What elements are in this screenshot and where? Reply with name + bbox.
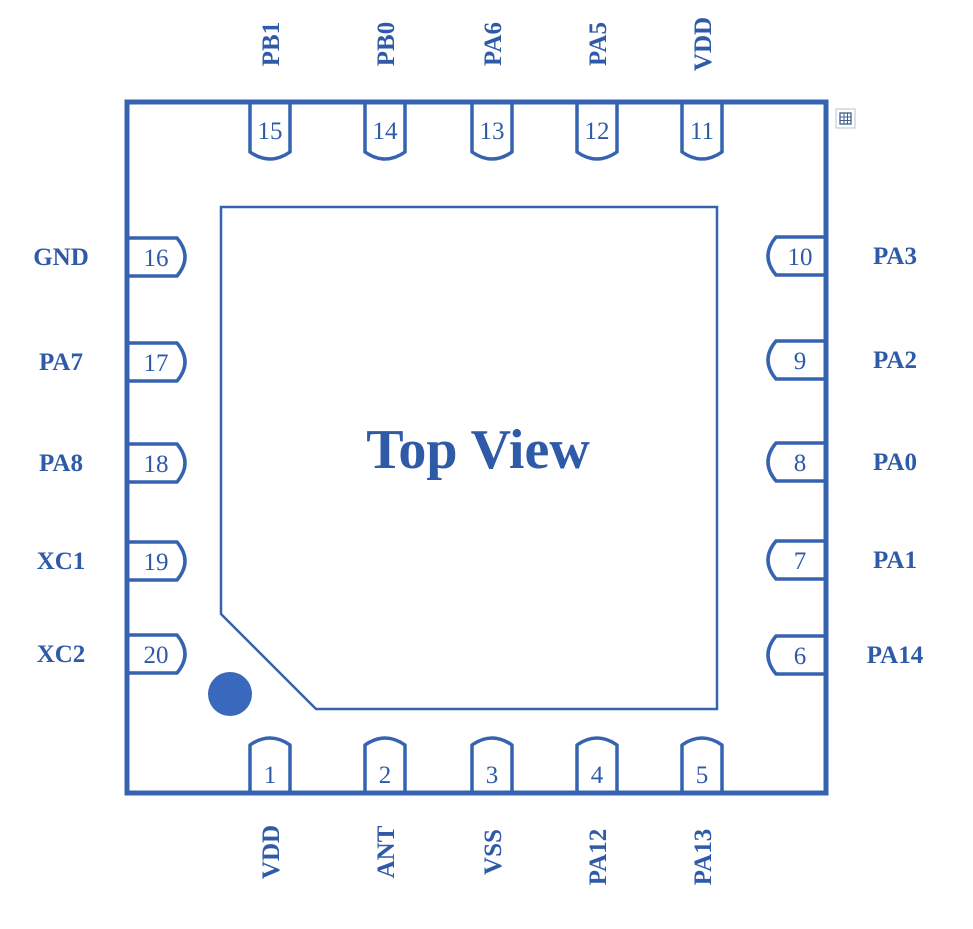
pin-16: 16 GND — [33, 236, 187, 278]
pin-5-number: 5 — [696, 762, 709, 789]
pin-17-label: PA7 — [39, 349, 83, 376]
pin-3-number: 3 — [486, 762, 499, 789]
pin-12-label: PA5 — [585, 22, 612, 66]
pin-6-label: PA14 — [867, 642, 924, 669]
pin-10-number: 10 — [788, 244, 813, 271]
pin-12-number: 12 — [585, 118, 610, 145]
pin-4-label: PA12 — [585, 829, 612, 885]
pin-8-pad — [766, 441, 824, 483]
pin-20-pad — [129, 633, 187, 675]
pin-14-label: PB0 — [373, 22, 400, 66]
pin-16-number: 16 — [144, 245, 169, 272]
pin-15-pad — [248, 104, 292, 161]
pin-19-label: XC1 — [37, 548, 86, 575]
pin-1-label: VDD — [258, 825, 285, 879]
pin-9-pad — [766, 339, 824, 381]
die-pad — [219, 205, 719, 711]
pin-19-pad — [129, 540, 187, 582]
pin-15: 15 PB1 — [248, 22, 292, 161]
pin-13-label: PA6 — [480, 22, 507, 66]
pin-12: 12 PA5 — [575, 22, 619, 161]
pin-2-label: ANT — [373, 825, 400, 878]
pin-7-label: PA1 — [873, 547, 917, 574]
pin-7-pad — [766, 539, 824, 581]
pin-18-number: 18 — [144, 451, 169, 478]
pin-8-number: 8 — [794, 450, 807, 477]
pin-5-pad — [680, 736, 724, 791]
package-outline — [124, 99, 829, 796]
top-view-title: Top View — [366, 419, 590, 481]
pin-17-pad — [129, 341, 187, 383]
pin-20-number: 20 — [144, 642, 169, 669]
pin-4-pad — [575, 736, 619, 791]
pin-9-label: PA2 — [873, 347, 917, 374]
pin-10: 10 PA3 — [766, 235, 917, 277]
pin-14-number: 14 — [373, 118, 399, 145]
pin-6: 6 PA14 — [766, 634, 924, 676]
pin-3-pad — [470, 736, 514, 791]
pin-20: 20 XC2 — [37, 633, 187, 675]
pin-9: 9 PA2 — [766, 339, 917, 381]
pin-19: 19 XC1 — [37, 540, 187, 582]
pin-14: 14 PB0 — [363, 22, 407, 161]
pin-18-label: PA8 — [39, 450, 83, 477]
pin-19-number: 19 — [144, 549, 169, 576]
pin-2-number: 2 — [379, 762, 392, 789]
pin-7: 7 PA1 — [766, 539, 917, 581]
pin-8-label: PA0 — [873, 449, 917, 476]
pin1-marker-dot — [208, 672, 252, 716]
pin-17-number: 17 — [144, 350, 169, 377]
pin-1-number: 1 — [264, 762, 277, 789]
pin-10-pad — [766, 235, 824, 277]
expand-frame-icon[interactable] — [835, 108, 856, 129]
pin-15-number: 15 — [258, 118, 283, 145]
pin-11-number: 11 — [690, 118, 714, 145]
pin-2-pad — [363, 736, 407, 791]
pin-20-label: XC2 — [37, 641, 86, 668]
pin-18: 18 PA8 — [39, 442, 187, 484]
pin-11-pad — [680, 104, 724, 161]
pin-18-pad — [129, 442, 187, 484]
pin-12-pad — [575, 104, 619, 161]
pin-7-number: 7 — [794, 548, 807, 575]
pin-14-pad — [363, 104, 407, 161]
pin-11-label: VDD — [690, 17, 717, 71]
pin-6-number: 6 — [794, 643, 807, 670]
pin-8: 8 PA0 — [766, 441, 917, 483]
pin-10-label: PA3 — [873, 243, 917, 270]
pin-5-label: PA13 — [690, 829, 717, 885]
pin-13-pad — [470, 104, 514, 161]
pin-13-number: 13 — [480, 118, 505, 145]
pin-11: 11 VDD — [680, 17, 724, 161]
pin-6-pad — [766, 634, 824, 676]
pin-15-label: PB1 — [258, 22, 285, 66]
pin-4-number: 4 — [591, 762, 604, 789]
pin-17: 17 PA7 — [39, 341, 187, 383]
pin-16-pad — [129, 236, 187, 278]
pin-13: 13 PA6 — [470, 22, 514, 161]
pin-9-number: 9 — [794, 348, 807, 375]
pin-1-pad — [248, 736, 292, 791]
pin-16-label: GND — [33, 244, 89, 271]
pin-3-label: VSS — [480, 829, 507, 875]
